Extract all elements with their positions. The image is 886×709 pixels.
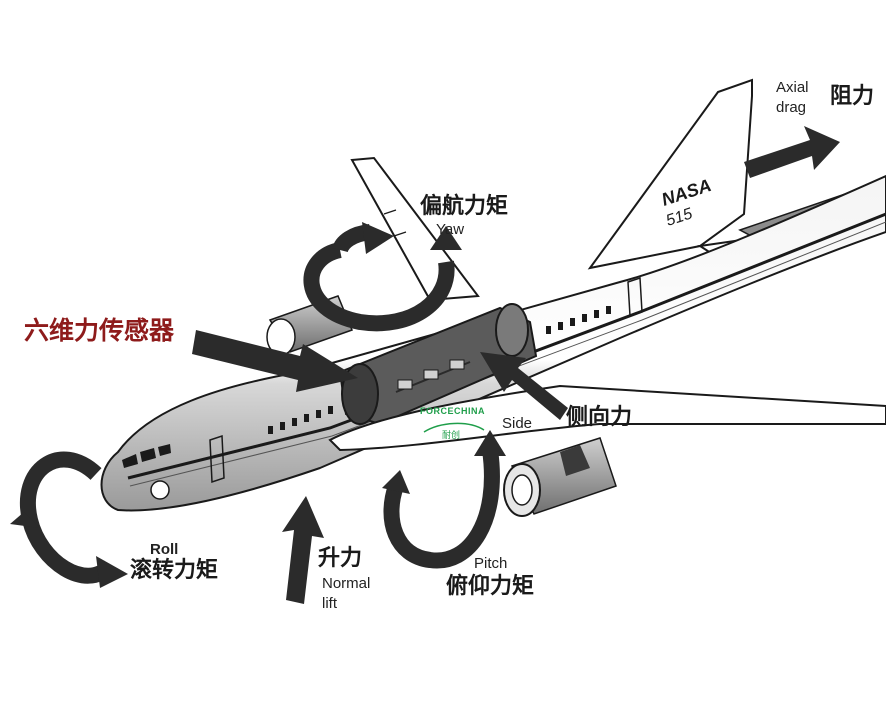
roll-label-en: Roll — [150, 541, 179, 558]
sensor-pointer-arrow — [192, 330, 358, 392]
watermark-brand: FORCECHINA — [420, 406, 485, 416]
front-door — [209, 434, 225, 484]
axial-label-en-1: Axial — [776, 79, 809, 96]
rear-door — [627, 276, 643, 318]
side-label-en: Side — [502, 415, 533, 432]
axial-drag-arrow — [744, 126, 840, 178]
roll-moment-arrow — [10, 451, 128, 588]
near-engine — [503, 437, 617, 517]
watermark-brand-cn: 耐创 — [442, 429, 460, 441]
pitch-label-cn: 俯仰力矩 — [446, 574, 535, 599]
lift-arrow — [282, 496, 324, 604]
roll-label-cn: 滚转力矩 — [130, 558, 219, 583]
side-label-cn: 侧向力 — [566, 405, 633, 430]
sensor-label: 六维力传感器 — [24, 316, 175, 345]
near-wing — [328, 384, 886, 452]
axial-label-cn: 阻力 — [830, 84, 875, 109]
sensor-housing — [338, 303, 538, 426]
pitch-label-en: Pitch — [474, 555, 508, 572]
passenger-windows — [268, 306, 611, 434]
lift-label-cn: 升力 — [318, 546, 363, 571]
far-engine — [266, 295, 353, 356]
cockpit-windows — [122, 444, 171, 468]
lift-label-en-1: Normal — [322, 575, 371, 592]
lift-label-en-2: lift — [322, 595, 337, 612]
yaw-label-cn: 偏航力矩 — [420, 194, 509, 219]
axial-label-en-2: drag — [776, 99, 807, 116]
pitch-moment-arrow — [382, 430, 506, 569]
yaw-label-en: Yaw — [436, 221, 465, 238]
watermark-swoosh — [423, 422, 485, 433]
tail-fin — [587, 78, 753, 270]
nose-emblem — [150, 480, 170, 500]
side-force-arrow — [480, 352, 568, 420]
yaw-moment-arrow — [303, 222, 462, 332]
